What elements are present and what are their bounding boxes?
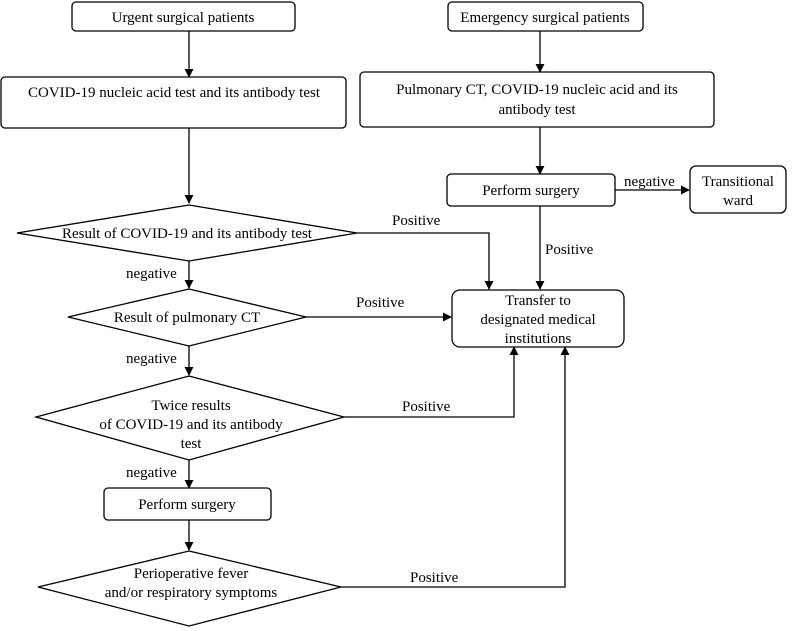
node-result-covid: Result of COVID-19 and its antibody test [16,204,358,262]
perform-surgery-right-box [446,173,616,207]
node-perioperative: Perioperative fever and/or respiratory s… [37,550,342,627]
perioperative-label-line1: Perioperative fever [134,566,249,582]
edge-label-positive-ct: Positive [356,295,405,311]
urgent-label: Urgent surgical patients [112,10,255,26]
transitional-ward-box [689,165,787,214]
result-covid-diamond [16,204,358,262]
edge-label-positive-periop: Positive [410,570,459,586]
node-perform-surgery-right: Perform surgery [446,173,616,207]
result-ct-diamond [67,288,307,347]
perform-surgery-left-label: Perform surgery [138,497,236,513]
node-perform-surgery-left: Perform surgery [103,487,272,521]
transfer-label-line3: institutions [505,331,572,347]
edge-label-positive-twice: Positive [402,399,451,415]
edge-label-negative-ct: negative [126,351,177,367]
edge-label-positive-right: Positive [545,242,594,258]
ct-test-label-line1: Pulmonary CT, COVID-19 nucleic acid and … [396,82,678,98]
transfer-box [451,289,625,348]
ct-test-box [359,71,715,128]
node-result-ct: Result of pulmonary CT [67,288,307,347]
ct-test-label-line2: antibody test [498,102,576,118]
transfer-label-line2: designated medical [480,312,595,328]
twice-results-label-line1: Twice results [151,398,231,414]
node-twice-results: Twice results of COVID-19 and its antibo… [33,375,347,461]
arrow-covid-positive-to-transfer [357,232,494,290]
emergency-box [447,1,644,32]
edge-label-negative-twice: negative [126,465,177,481]
node-ct-test: Pulmonary CT, COVID-19 nucleic acid and … [359,71,715,128]
perform-surgery-left-box [103,487,272,521]
arrow-twice-positive-to-transfer [344,346,519,418]
perform-surgery-right-label: Perform surgery [482,183,580,199]
result-ct-label: Result of pulmonary CT [114,310,260,326]
perioperative-label-line2: and/or respiratory symptoms [105,585,278,601]
arrow-periop-positive-to-transfer [341,346,570,588]
node-emergency: Emergency surgical patients [447,1,644,32]
covid-test-label: COVID-19 nucleic acid test and its antib… [28,85,321,101]
twice-results-label-line2: of COVID-19 and its antibody [99,417,283,433]
perioperative-diamond [37,550,342,627]
edge-label-negative-covid: negative [126,266,177,282]
twice-results-diamond [33,375,347,461]
transfer-label-line1: Transfer to [505,293,571,309]
connectors [184,31,690,588]
node-transfer: Transfer to designated medical instituti… [451,289,625,348]
edge-labels: negative Positive Positive negative Posi… [126,174,675,586]
node-covid-test: COVID-19 nucleic acid test and its antib… [0,76,347,129]
edge-label-negative-ward: negative [624,174,675,190]
transitional-ward-label-line1: Transitional [702,174,774,190]
transitional-ward-label-line2: ward [723,193,753,209]
result-covid-label: Result of COVID-19 and its antibody test [62,226,313,242]
covid-test-box [0,76,347,129]
node-urgent: Urgent surgical patients [71,1,296,32]
urgent-box [71,1,296,32]
node-transitional-ward: Transitional ward [689,165,787,214]
edge-label-positive-covid: Positive [392,213,441,229]
emergency-label: Emergency surgical patients [460,10,630,26]
twice-results-label-line3: test [181,436,203,452]
